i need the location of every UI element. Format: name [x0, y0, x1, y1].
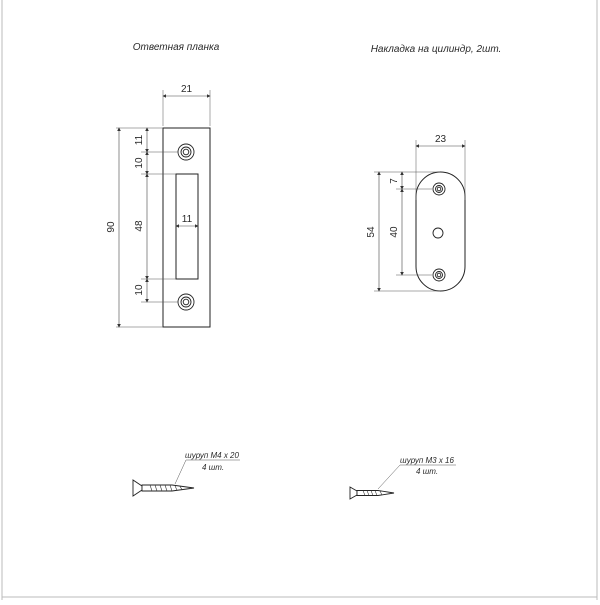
- screw-m4-qty: 4 шт.: [202, 463, 224, 472]
- strike-plate-title: Ответная планка: [133, 42, 220, 53]
- cover-bottom-hole: [432, 268, 446, 282]
- cover-top-hole: [432, 182, 446, 196]
- screw-m4-icon: [132, 479, 195, 497]
- screw-m4-leader: [174, 459, 187, 485]
- cover-center-hole: [432, 227, 444, 239]
- hole-to-slot-top-label: 10: [134, 157, 145, 169]
- screw-m3-drawing: шуруп М3 х 16 4 шт.: [349, 456, 456, 500]
- slot-width-label: 11: [182, 214, 193, 225]
- strike-total-height-label: 90: [106, 221, 117, 233]
- screw-m4-label: шуруп М4 х 20: [185, 451, 239, 460]
- top-hole-offset-label: 11: [134, 134, 145, 145]
- screw-m4-drawing: шуруп М4 х 20 4 шт.: [132, 451, 240, 497]
- strike-plate-bottom-hole: [177, 293, 195, 311]
- strike-plate-drawing: Ответная планка 21 11: [106, 42, 220, 328]
- screw-m3-qty: 4 шт.: [416, 467, 438, 476]
- cover-total-height-label: 54: [366, 226, 377, 238]
- cylinder-cover-title: Накладка на цилиндр, 2шт.: [371, 44, 502, 55]
- strike-plate-top-hole: [177, 143, 195, 161]
- cylinder-cover-drawing: Накладка на цилиндр, 2шт. 23 7 40: [366, 44, 502, 292]
- screw-m3-leader: [377, 464, 401, 490]
- screw-m3-label: шуруп М3 х 16: [400, 456, 454, 465]
- cover-top-hole-offset-label: 7: [389, 178, 400, 184]
- screw-m3-icon: [349, 486, 395, 500]
- strike-plate-slot: [175, 173, 199, 280]
- cover-hole-spacing-label: 40: [389, 226, 400, 238]
- strike-width-label: 21: [181, 84, 193, 95]
- slot-height-label: 48: [134, 220, 145, 232]
- cover-width-label: 23: [435, 134, 447, 145]
- slot-to-hole-bottom-label: 10: [134, 284, 145, 296]
